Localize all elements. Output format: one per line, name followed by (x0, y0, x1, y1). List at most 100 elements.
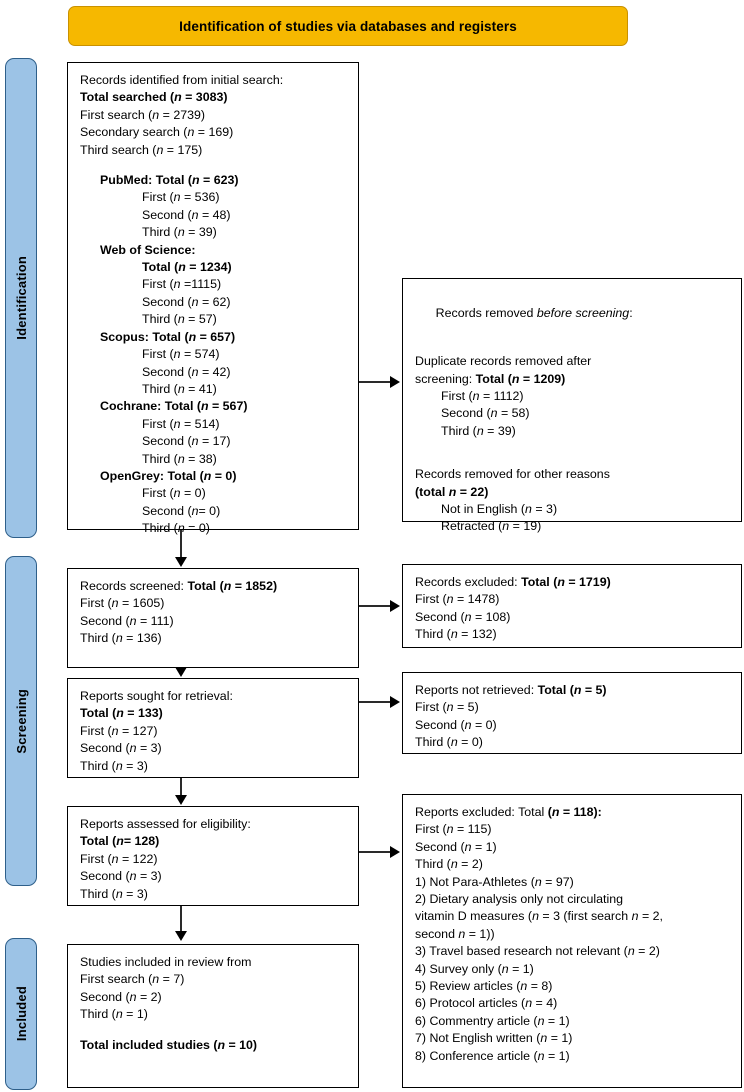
line-total-searched: Total searched (n = 3083) (80, 90, 228, 105)
line-duplicate-third: Third (n = 39) (441, 423, 516, 438)
line-screened-total: Records screened: Total (n = 1852) (80, 578, 348, 595)
arrow-identified-to-removed (390, 376, 400, 388)
line-notretrieved-second: Second (n = 0) (415, 717, 497, 732)
arrow-screened-to-sought (175, 667, 187, 677)
removed-heading-italic: before screening (536, 306, 630, 321)
line-secondary-search: Secondary search (n = 169) (80, 125, 234, 140)
reports-sought-box: Reports sought for retrieval: Total (n =… (67, 678, 359, 778)
line-opengrey-second: Second (n= 0) (142, 503, 221, 518)
connector-assessed-to-repexcluded (359, 851, 390, 853)
studies-included-box: Studies included in review from First se… (67, 944, 359, 1088)
line-pubmed-second: Second (n = 48) (142, 207, 231, 222)
line-cochrane-second: Second (n = 17) (142, 434, 231, 449)
line-assessed-second: Second (n = 3) (80, 869, 162, 884)
line-not-in-english: Not in English (n = 3) (441, 502, 558, 517)
excluded-total-value: Total (n = 1719) (521, 575, 611, 589)
line-sought-third: Third (n = 3) (80, 758, 148, 773)
spacer (415, 340, 731, 353)
line-scopus-second: Second (n = 42) (142, 364, 231, 379)
line-duplicate-removed-2: screening: Total (n = 1209) (415, 371, 731, 388)
line-excluded-second: Second (n = 108) (415, 609, 511, 624)
line-reason-4: 4) Survey only (n = 1) (415, 961, 534, 976)
line-pubmed-first: First (n = 536) (142, 190, 220, 205)
notretrieved-total-value: Total (n = 5) (537, 683, 607, 697)
line-included-total: Total included studies (n = 10) (80, 1037, 258, 1052)
line-scopus-third: Third (n = 41) (142, 381, 217, 396)
line-other-total: (total n = 22) (415, 484, 489, 499)
line-reason-7: 7) Not English written (n = 1) (415, 1031, 573, 1046)
line-excluded-first: First (n = 1478) (415, 592, 500, 607)
line-sought-total: Total (n = 133) (80, 706, 163, 721)
line-third-search: Third search (n = 175) (80, 142, 203, 157)
line-reason-2a: 2) Dietary analysis only not circulating (415, 892, 623, 907)
connector-sought-to-notretrieved (359, 701, 390, 703)
line-reason-2c: second n = 1)) (415, 926, 495, 941)
records-screened-box: Records screened: Total (n = 1852) First… (67, 568, 359, 668)
line-reason-1: 1) Not Para-Athletes (n = 97) (415, 874, 574, 889)
line-sought-first: First (n = 127) (80, 723, 158, 738)
line-notretrieved-first: First (n = 5) (415, 700, 479, 715)
dup-prefix: screening: (415, 371, 476, 386)
line-assessed-third: Third (n = 3) (80, 886, 148, 901)
line-assessed-total: Total (n= 128) (80, 834, 160, 849)
banner-title: Identification of studies via databases … (179, 18, 517, 34)
screened-prefix: Records screened: (80, 579, 188, 593)
line-duplicate-removed-1: Duplicate records removed after (415, 354, 592, 369)
line-wos-label: Web of Science: (100, 242, 196, 257)
line-excluded-third: Third (n = 132) (415, 627, 497, 642)
phase-label-included: Included (5, 938, 37, 1090)
connector-identified-to-screened (180, 530, 182, 558)
spacer (80, 1024, 348, 1037)
excluded-prefix: Records excluded: (415, 575, 522, 589)
arrow-assessed-to-repexcluded (390, 846, 400, 858)
line-sought-second: Second (n = 3) (80, 741, 162, 756)
line-included-second: Second (n = 2) (80, 989, 162, 1004)
line-reason-2b: vitamin D measures (n = 3 (first search … (415, 909, 663, 924)
line-removed-heading: Records removed before screening: (415, 288, 731, 340)
connector-identified-to-removed (359, 381, 390, 383)
line-duplicate-first: First (n = 1112) (441, 389, 524, 404)
line-reason-5: 5) Review articles (n = 8) (415, 979, 553, 994)
line-pubmed-third: Third (n = 39) (142, 225, 217, 240)
spacer (415, 440, 731, 453)
line-excluded-total: Records excluded: Total (n = 1719) (415, 574, 731, 591)
arrow-assessed-to-included (175, 931, 187, 941)
line-records-identified: Records identified from initial search: (80, 73, 284, 87)
records-excluded-box: Records excluded: Total (n = 1719) First… (402, 564, 742, 648)
line-opengrey-third: Third (n = 0) (142, 521, 210, 536)
line-cochrane-first: First (n = 514) (142, 416, 220, 431)
line-pubmed-total: PubMed: Total (n = 623) (100, 173, 239, 188)
reports-assessed-box: Reports assessed for eligibility: Total … (67, 806, 359, 906)
line-screened-third: Third (n = 136) (80, 631, 162, 646)
line-retracted: Retracted (n = 19) (441, 519, 542, 534)
line-first-search: First search (n = 2739) (80, 107, 206, 122)
line-reason-3: 3) Travel based research not relevant (n… (415, 944, 660, 959)
line-notretrieved-third: Third (n = 0) (415, 735, 483, 750)
phase-label-identification-text: Identification (13, 256, 29, 340)
line-scopus-total: Scopus: Total (n = 657) (100, 329, 236, 344)
line-reason-8: 8) Conference article (n = 1) (415, 1048, 570, 1063)
connector-sought-to-assessed (180, 778, 182, 796)
line-opengrey-first: First (n = 0) (142, 486, 206, 501)
line-scopus-first: First (n = 574) (142, 347, 220, 362)
line-included-first: First search (n = 7) (80, 972, 185, 987)
line-repexcluded-second: Second (n = 1) (415, 839, 497, 854)
reports-excluded-box: Reports excluded: Total (n = 118): First… (402, 794, 742, 1088)
diagram-banner: Identification of studies via databases … (68, 6, 628, 46)
phase-label-screening-text: Screening (13, 688, 29, 754)
line-included-heading: Studies included in review from (80, 955, 252, 969)
line-repexcluded-total: Reports excluded: Total (n = 118): (415, 804, 731, 821)
line-wos-second: Second (n = 62) (142, 294, 231, 309)
line-reason-6: 6) Protocol articles (n = 4) (415, 996, 558, 1011)
line-assessed-first: First (n = 122) (80, 851, 158, 866)
screened-total-value: Total (n = 1852) (187, 579, 278, 593)
line-screened-second: Second (n = 111) (80, 613, 174, 628)
phase-label-identification: Identification (5, 58, 37, 538)
removed-heading-tail: : (629, 306, 633, 321)
line-reason-6b: 6) Commentry article (n = 1) (415, 1013, 570, 1028)
repexcluded-total-value: (n = 118): (547, 805, 602, 819)
line-duplicate-second: Second (n = 58) (441, 406, 530, 421)
line-other-reasons: Records removed for other reasons (415, 467, 610, 482)
line-included-third: Third (n = 1) (80, 1007, 148, 1022)
